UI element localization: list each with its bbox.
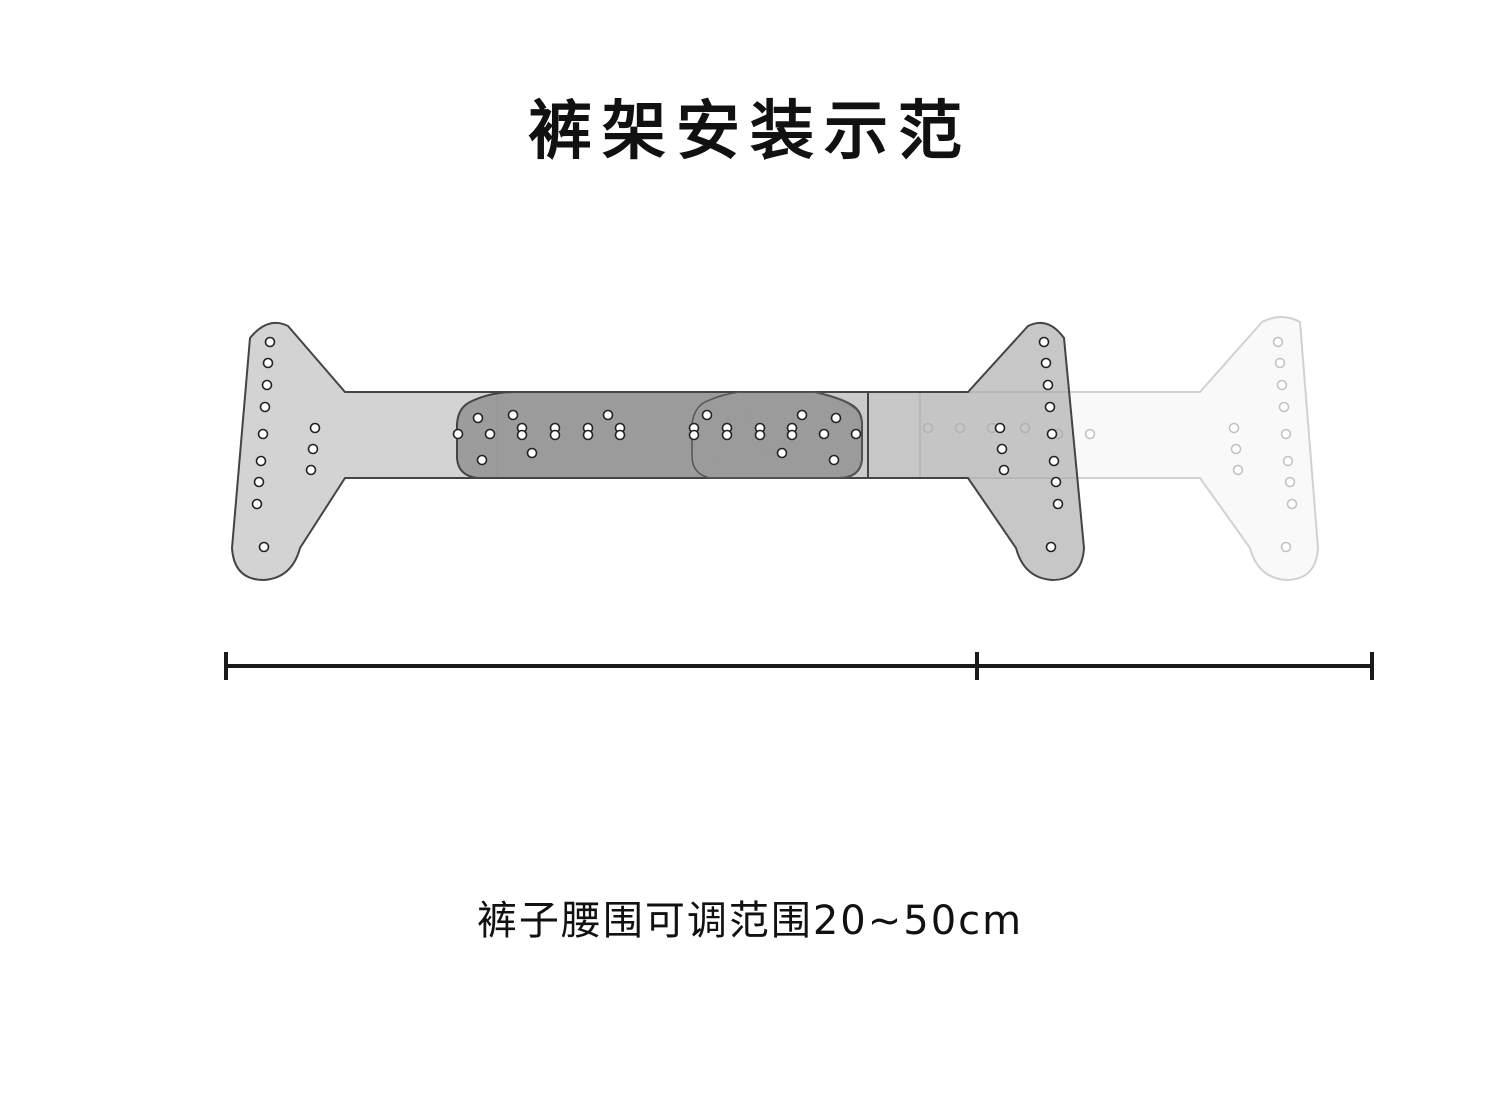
overlap-region: [456, 391, 863, 479]
hanger-holes: [251, 336, 1064, 553]
waist-range-caption: 裤子腰围可调范围20~50cm: [476, 898, 1024, 944]
diagram-title: 裤架安装示范: [528, 94, 972, 169]
waist-range-measure-line: [224, 652, 1374, 680]
